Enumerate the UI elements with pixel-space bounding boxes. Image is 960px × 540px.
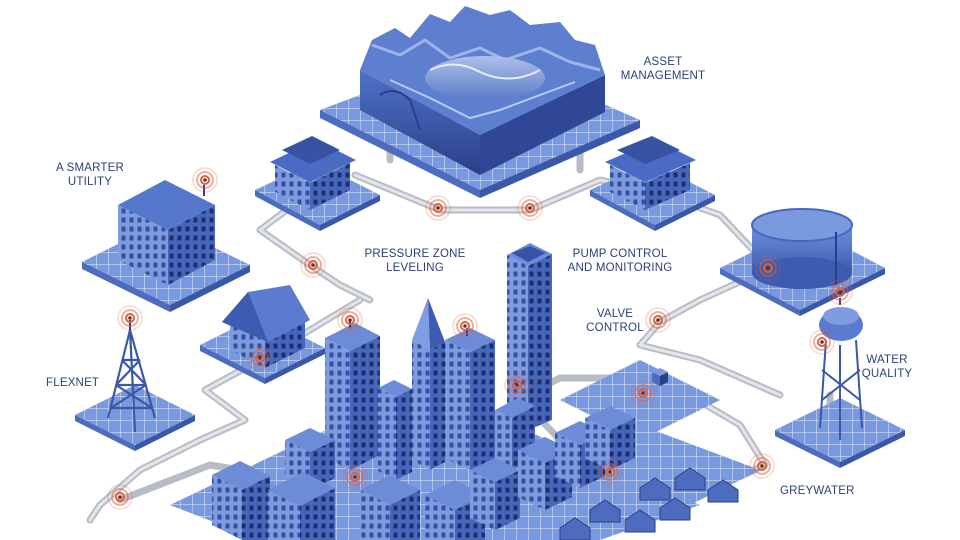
label-valve-control: VALVE CONTROL <box>586 308 644 334</box>
label-a-smarter-utility: A SMARTER UTILITY <box>55 162 125 188</box>
signal-node-icon <box>504 372 530 398</box>
low-rise-blocks <box>212 406 635 540</box>
signal-node-icon <box>645 307 671 333</box>
signal-node-icon <box>192 167 218 193</box>
label-flexnet: FLEXNET <box>46 377 100 389</box>
label-asset-management: ASSET MANAGEMENT <box>620 56 706 82</box>
signal-node-icon <box>247 345 273 371</box>
label-greywater: GREYWATER <box>780 485 855 497</box>
signal-node-icon <box>597 459 623 485</box>
signal-node-icon <box>117 305 143 331</box>
pump-house-left <box>255 136 380 231</box>
signal-node-icon <box>107 484 133 510</box>
residential-house <box>200 285 325 384</box>
signal-node-icon <box>755 255 781 281</box>
signal-node-icon <box>342 464 368 490</box>
signal-node-icon <box>809 329 835 355</box>
label-pressure-zone-leveling: PRESSURE ZONE LEVELING <box>364 248 466 274</box>
utility-cube-building <box>82 180 250 312</box>
reservoir-asset <box>320 6 640 198</box>
skyscraper-group <box>325 243 552 480</box>
signal-node-icon <box>517 195 543 221</box>
label-water-quality: WATER QUALITY <box>861 354 913 380</box>
valve-box <box>652 368 668 386</box>
signal-node-icon <box>749 453 775 479</box>
signal-node-icon <box>300 252 326 278</box>
small-houses <box>559 467 739 540</box>
water-tower <box>775 307 905 468</box>
label-pump-control: PUMP CONTROL AND MONITORING <box>567 248 673 274</box>
pump-house-right <box>590 136 715 231</box>
signal-node-icon <box>425 195 451 221</box>
storage-tank <box>720 208 885 316</box>
signal-node-icon <box>827 279 853 305</box>
signal-node-icon <box>452 313 478 339</box>
radio-tower <box>75 329 195 451</box>
signal-nodes <box>107 167 853 510</box>
signal-node-icon <box>337 307 363 333</box>
signal-node-icon <box>630 380 656 406</box>
